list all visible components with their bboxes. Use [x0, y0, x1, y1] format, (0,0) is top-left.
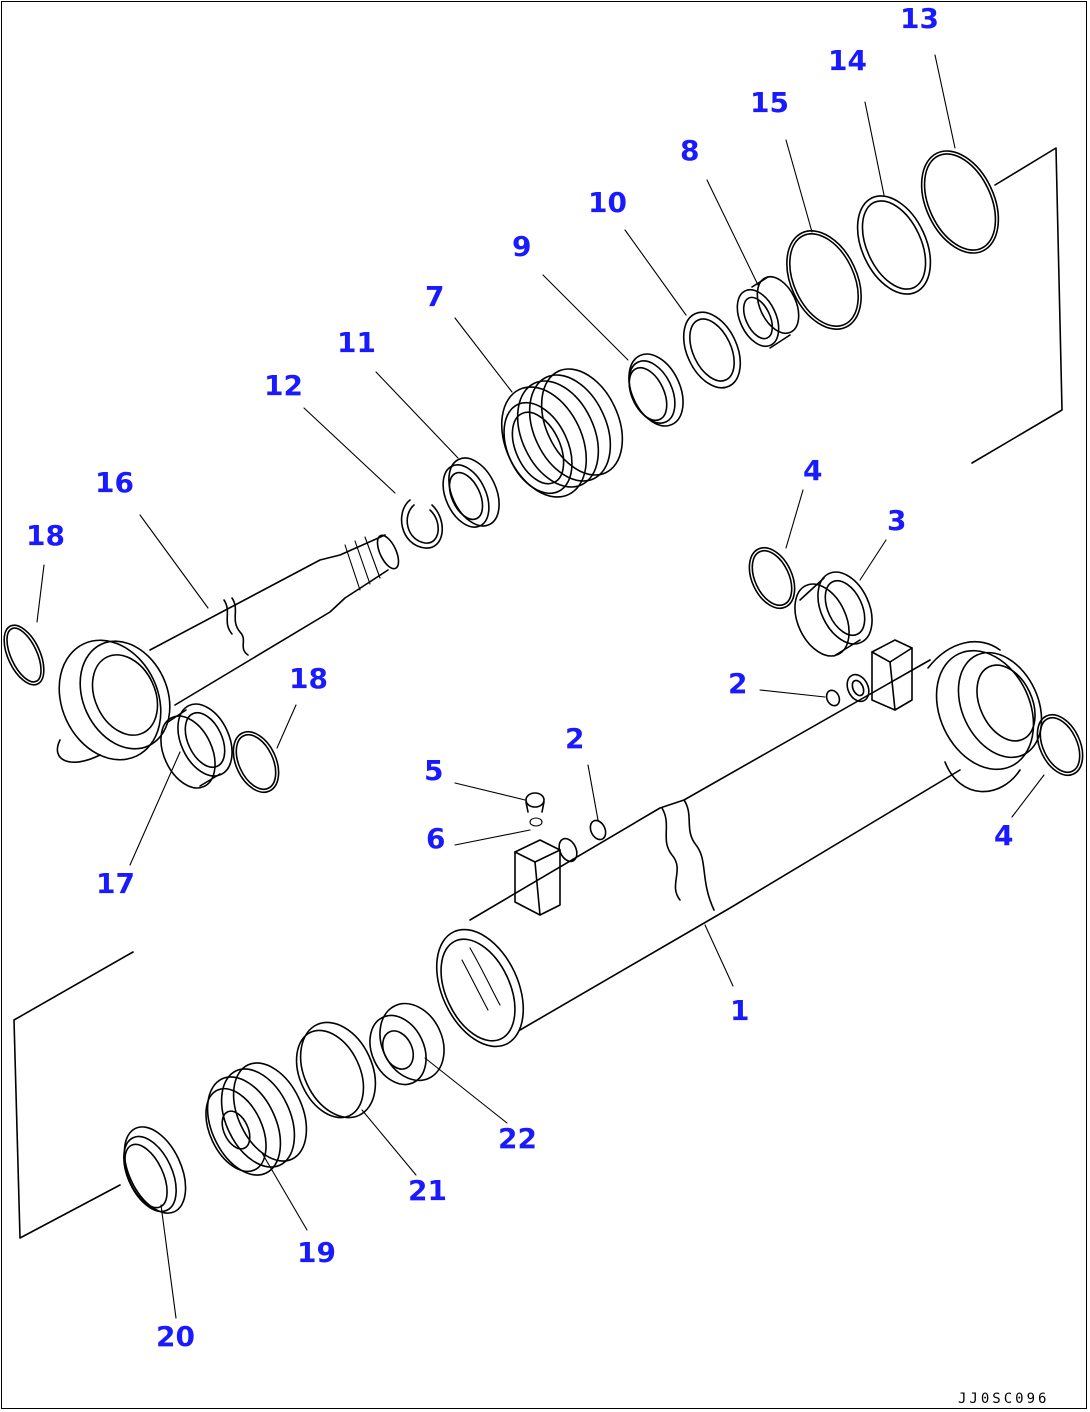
callout-15: 15	[750, 86, 789, 119]
part-5-bolt	[525, 792, 545, 813]
callout-19: 19	[297, 1236, 336, 1269]
part-14-backup-ring	[856, 195, 932, 295]
callout-14: 14	[828, 44, 867, 77]
part-9-wear-ring	[628, 353, 684, 427]
part-1-cylinder-tube	[435, 640, 1043, 1048]
port-block-head	[514, 837, 578, 916]
part-18-oring-left	[3, 624, 45, 686]
callout-20: 20	[156, 1320, 195, 1353]
part-4-oring-top	[748, 546, 796, 610]
callout-6: 6	[426, 822, 445, 855]
callout-1: 1	[730, 994, 749, 1027]
callout-17: 17	[96, 867, 135, 900]
callout-4-bottom: 4	[994, 819, 1013, 852]
part-3-bushing	[794, 571, 873, 657]
callout-5: 5	[424, 754, 443, 787]
callout-12: 12	[264, 369, 303, 402]
part-15-seal-ring	[786, 230, 862, 330]
part-6-washer	[529, 817, 543, 827]
part-16-piston-rod	[56, 534, 400, 764]
part-19-piston	[205, 1062, 308, 1176]
part-12-snap-ring	[400, 499, 444, 549]
callout-10: 10	[588, 186, 627, 219]
callout-2-upper: 2	[728, 667, 747, 700]
callout-8: 8	[680, 134, 699, 167]
part-22-nut	[369, 1002, 445, 1086]
part-2-plug-upper	[825, 689, 841, 707]
callout-labels: 13 14 15 8 10 9 7 11 12 16 18 4 3 18 2 2…	[26, 2, 1013, 1353]
part-2-plug-lower	[589, 819, 607, 841]
callout-13: 13	[900, 2, 939, 35]
callout-9: 9	[512, 230, 531, 263]
upper-group-bracket	[971, 147, 1063, 464]
callout-16: 16	[95, 466, 134, 499]
part-7-cylinder-head	[500, 368, 624, 498]
callout-22: 22	[498, 1122, 537, 1155]
callout-4-top: 4	[803, 454, 822, 487]
part-11-bearing	[442, 457, 500, 528]
callout-18-right: 18	[289, 662, 328, 695]
part-20-ring	[123, 1126, 187, 1214]
callout-18-left: 18	[26, 519, 65, 552]
callout-11: 11	[337, 326, 376, 359]
part-10-ring	[682, 311, 742, 389]
callout-2-lower: 2	[565, 722, 584, 755]
part-13-oring	[920, 150, 1000, 254]
part-8-bushing	[736, 275, 800, 349]
part-21-ring	[295, 1021, 377, 1119]
callout-3: 3	[887, 504, 906, 537]
leader-lines	[36, 54, 1045, 1319]
drawing-code: JJ0SC096	[958, 1391, 1049, 1407]
port-block-bottom	[846, 639, 913, 711]
part-17-bushing	[160, 703, 233, 789]
lower-group-bracket	[13, 951, 134, 1239]
part-18-oring-right	[232, 730, 280, 794]
callout-7: 7	[425, 280, 444, 313]
callout-21: 21	[408, 1174, 447, 1207]
part-4-oring-bottom	[1036, 713, 1084, 777]
